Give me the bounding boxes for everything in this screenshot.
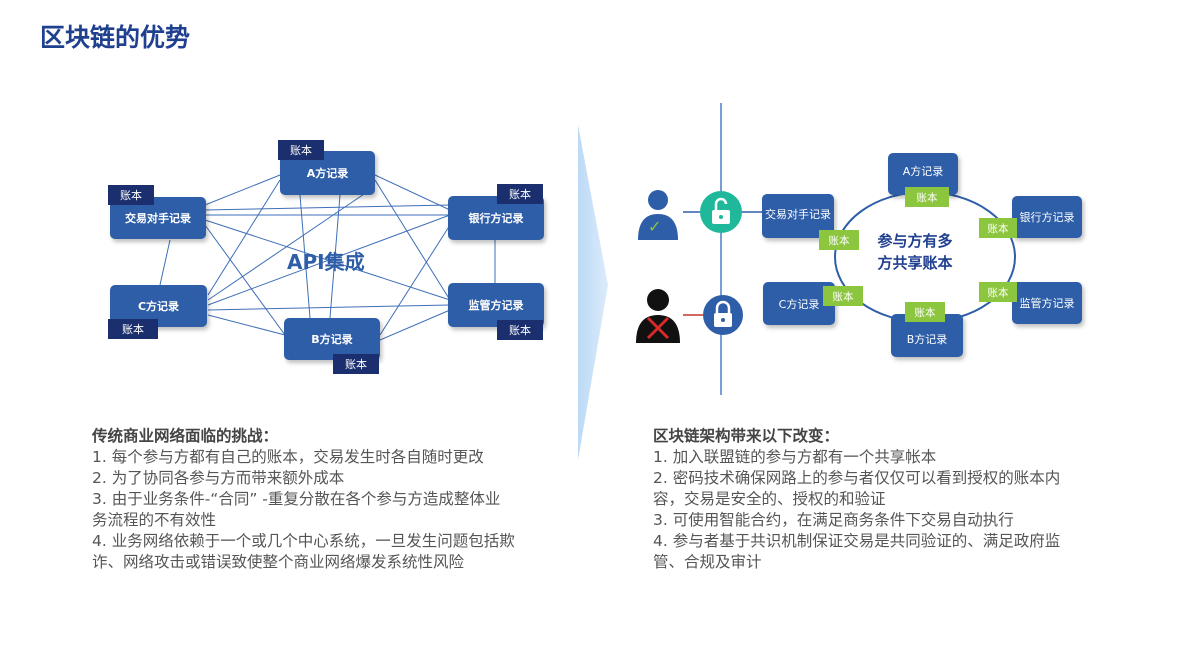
mesh-lines — [159, 174, 496, 341]
lock-icon — [703, 295, 743, 335]
ledger-tag: 账本 — [108, 185, 154, 205]
blocked-user-icon — [636, 289, 680, 343]
shared-ledger-label-line-2: 方共享账本 — [877, 254, 953, 272]
ledger-tag: 账本 — [979, 218, 1017, 238]
ledger-tag: 账本 — [333, 354, 379, 374]
svg-text:✓: ✓ — [648, 217, 661, 236]
text-line: 管、合规及审计 — [653, 553, 762, 571]
node-label: 交易对手记录 — [765, 208, 831, 221]
transition-arrow — [578, 125, 608, 460]
ledger-tag: 账本 — [819, 230, 859, 250]
blockchain-changes: 区块链架构带来以下改变： 1. 加入联盟链的参与方都有一个共享帐本 2. 密码技… — [653, 426, 1123, 573]
text-line: 4. 参与者基于共识机制保证交易是共同验证的、满足政府监 — [653, 532, 1061, 550]
node-label: B方记录 — [906, 333, 948, 346]
node-label: B方记录 — [311, 333, 353, 346]
right-node-bank: 银行方记录 — [1012, 196, 1082, 238]
text-line: 2. 密码技术确保网路上的参与者仅仅可以看到授权的账本内 — [653, 469, 1061, 487]
ledger-tag: 账本 — [905, 187, 949, 207]
node-label: C方记录 — [137, 300, 180, 313]
unlock-icon — [700, 191, 742, 233]
ledger-tag: 账本 — [108, 319, 158, 339]
node-label: 监管方记录 — [468, 299, 524, 312]
shared-ledger-label-line-1: 参与方有多 — [877, 232, 953, 250]
text-line: 1. 每个参与方都有自己的账本，交易发生时各自随时更改 — [92, 448, 484, 466]
ledger-tag: 账本 — [823, 286, 863, 306]
text-line: 2. 为了协同各参与方而带来额外成本 — [92, 469, 345, 487]
right-node-regulator: 监管方记录 — [1012, 282, 1082, 324]
node-label: A方记录 — [902, 165, 944, 178]
node-label: C方记录 — [778, 297, 820, 311]
text-line: 3. 可使用智能合约，在满足商务条件下交易自动执行 — [653, 511, 1014, 529]
ledger-tag: 账本 — [905, 302, 945, 322]
node-label: 银行方记录 — [1019, 211, 1075, 224]
text-line: 3. 由于业务条件-“合同” -重复分散在各个参与方造成整体业 — [92, 490, 501, 508]
ledger-tag: 账本 — [497, 320, 543, 340]
node-label: A方记录 — [306, 167, 349, 180]
traditional-challenges: 传统商业网络面临的挑战： 1. 每个参与方都有自己的账本，交易发生时各自随时更改… — [92, 426, 572, 573]
text-line: 4. 业务网络依赖于一个或几个中心系统，一旦发生问题包括欺 — [92, 532, 515, 550]
left-node-b: B方记录 — [284, 318, 380, 360]
right-node-trade: 交易对手记录 — [762, 194, 834, 238]
page-title: 区块链的优势 — [40, 23, 191, 52]
text-line: 务流程的不有效性 — [92, 511, 217, 529]
node-label: 监管方记录 — [1019, 297, 1075, 310]
left-node-regulator: 监管方记录 — [448, 283, 544, 327]
left-node-a: A方记录 — [280, 151, 375, 195]
node-label: 交易对手记录 — [125, 212, 191, 225]
ledger-tag: 账本 — [278, 140, 324, 160]
text-line: 1. 加入联盟链的参与方都有一个共享帐本 — [653, 448, 937, 466]
ledger-tag: 账本 — [497, 184, 543, 204]
approved-user-icon: ✓ — [638, 190, 678, 240]
shared-ledger-label: 参与方有多 方共享账本 — [860, 230, 970, 274]
section-heading: 区块链架构带来以下改变： — [653, 427, 840, 445]
ledger-tag: 账本 — [979, 282, 1017, 302]
text-line: 容，交易是安全的、授权的和验证 — [653, 490, 886, 508]
node-label: 银行方记录 — [468, 212, 524, 225]
api-integration-label: API集成 — [287, 250, 365, 274]
text-line: 诈、网络攻击或错误致使整个商业网络爆发系统性风险 — [92, 553, 465, 571]
section-heading: 传统商业网络面临的挑战： — [92, 427, 279, 445]
